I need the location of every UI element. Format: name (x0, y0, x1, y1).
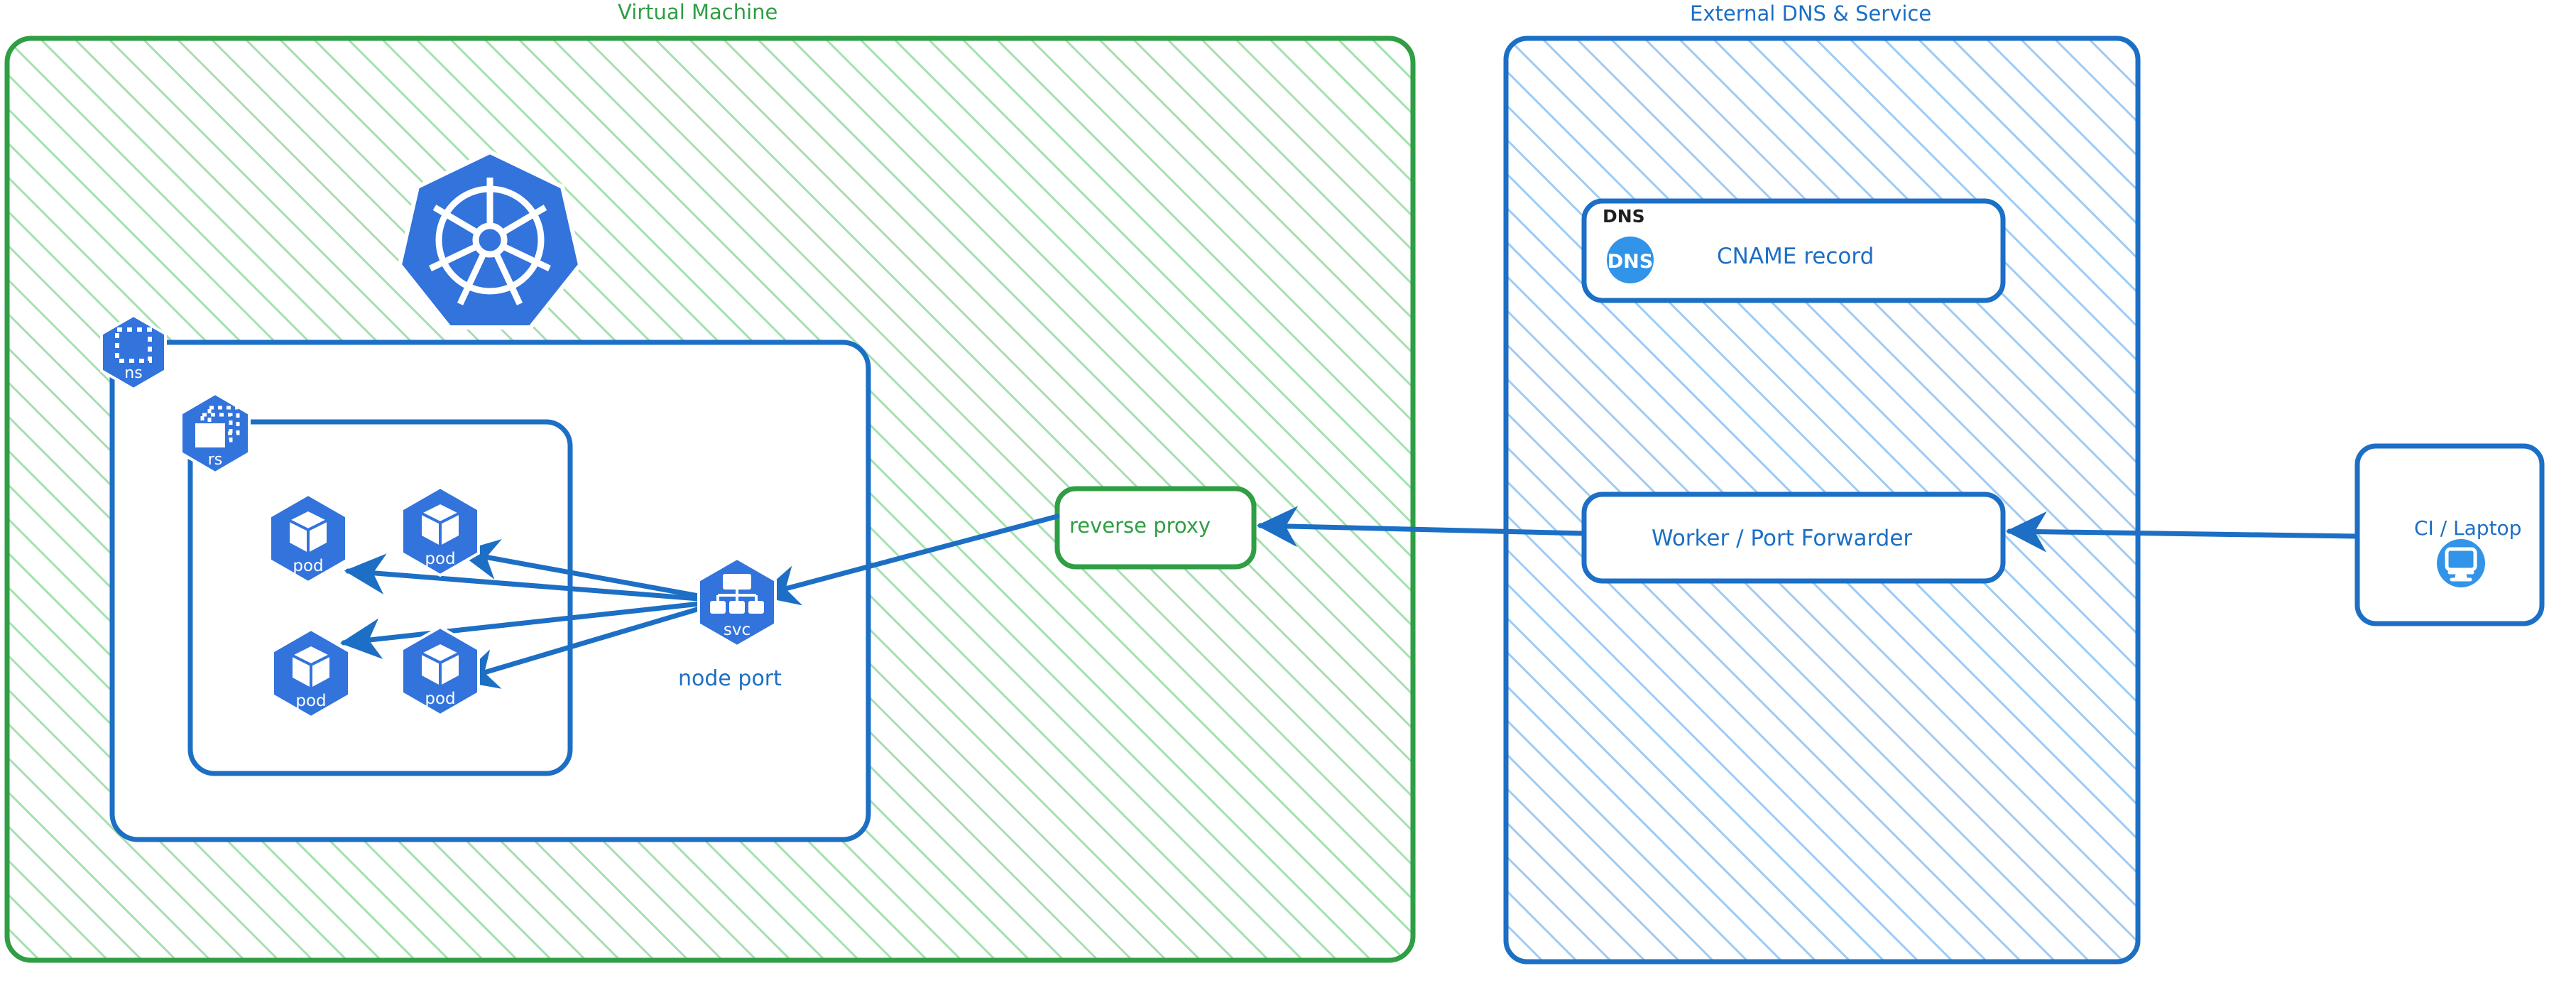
external-dns-title: External DNS & Service (1690, 1, 1931, 26)
ci-laptop-title-text: CI / Laptop (2414, 516, 2522, 540)
ci-laptop-title[interactable]: CI / Laptop (2414, 516, 2521, 540)
dns-badge-text: DNS (1608, 251, 1653, 273)
worker-card-title-text: Worker / Port Forwarder (1652, 526, 1913, 551)
pod-hexagon-3[interactable]: pod (271, 627, 351, 719)
namespace-badge: ns (100, 313, 167, 391)
reverse-proxy-box[interactable] (1054, 486, 1257, 570)
reverse-proxy-label[interactable]: reverse proxy (1069, 514, 1211, 538)
replicaset-badge-label: rs (208, 451, 223, 469)
edge-svc-to-pod-3 (339, 598, 728, 659)
dns-card-box[interactable] (1581, 198, 2006, 303)
virtual-machine-title: Virtual Machine (618, 0, 777, 24)
service-badge-label: svc (724, 621, 751, 639)
pod-label: pod (425, 550, 455, 568)
pod-label: pod (293, 557, 323, 575)
dns-card-title-text: CNAME record (1717, 244, 1874, 269)
pod-hexagon-2[interactable]: pod (400, 485, 480, 577)
replicaset-badge: rs (180, 391, 251, 475)
dns-kind-label: DNS (1603, 206, 1645, 227)
worker-card-box[interactable] (1581, 492, 2006, 584)
virtual-machine-title-text: Virtual Machine (618, 0, 778, 24)
dns-circle-icon: DNS (1607, 237, 1654, 283)
pod-hexagon-4[interactable]: pod (400, 625, 480, 717)
pod-label: pod (295, 692, 326, 710)
edge-reverse-proxy-to-svc (757, 514, 1060, 606)
pod-label: pod (425, 690, 455, 708)
external-dns-title-text: External DNS & Service (1690, 1, 1932, 26)
pod-hexagon-1[interactable]: pod (268, 492, 348, 585)
dns-card-title[interactable]: CNAME record (1717, 244, 1874, 269)
service-hexagon[interactable]: svc (697, 556, 777, 648)
node-port-caption: node port (678, 666, 782, 691)
namespace-badge-label: ns (124, 364, 142, 382)
reverse-proxy-label-text: reverse proxy (1069, 514, 1211, 538)
node-port-caption-text: node port (678, 666, 782, 691)
edge-svc-to-pod-1 (344, 553, 728, 604)
edge-svc-to-pod-4 (456, 598, 728, 689)
edge-ci-laptop-to-worker (2005, 511, 2360, 553)
worker-card-title[interactable]: Worker / Port Forwarder (1652, 526, 1912, 551)
desktop-monitor-icon (2437, 539, 2485, 587)
dns-kind-label-text: DNS (1603, 206, 1645, 227)
edge-svc-to-pod-2 (457, 539, 728, 604)
kubernetes-logo (397, 149, 583, 330)
edge-worker-to-reverse-proxy (1256, 506, 1587, 548)
